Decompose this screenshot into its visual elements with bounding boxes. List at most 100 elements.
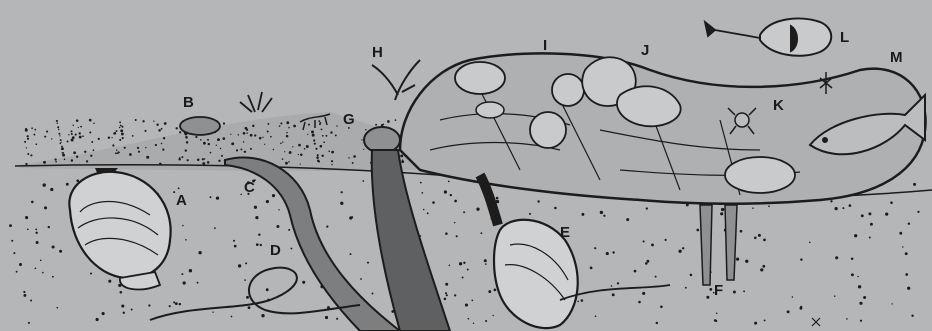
stipple-dot [155,144,157,146]
sediment-dot [463,262,465,264]
stipple-dot [293,125,296,128]
stipple-dot [288,161,290,163]
sediment-dot [216,196,219,199]
sediment-dot [800,258,802,260]
stipple-dot [202,162,205,165]
stipple-dot [132,135,134,137]
stipple-dot [90,155,92,157]
stipple-dot [300,164,301,165]
sediment-dot [846,318,848,320]
stipple-dot [120,129,123,132]
stipple-dot [161,128,163,130]
stipple-dot [328,150,330,152]
sediment-dot [590,267,593,270]
stipple-dot [84,151,86,153]
stipple-dot [286,121,289,124]
sediment-dot [445,232,448,235]
label-b: B [183,95,194,110]
sediment-dot [179,303,181,305]
stipple-dot [223,122,225,124]
stipple-dot [286,132,288,134]
clam-e [480,175,578,328]
label-e: E [560,225,570,240]
stipple-dot [361,139,362,140]
stipple-dot [89,131,91,133]
sediment-dot [484,259,487,262]
stipple-dot [304,148,306,150]
stipple-dot [353,155,356,158]
stipple-dot [156,123,158,125]
sediment-dot [476,208,479,211]
stipple-dot [335,134,337,136]
sediment-dot [863,296,866,299]
label-l: L [840,30,849,45]
stipple-dot [79,136,82,139]
sediment-dot [733,291,736,294]
stipple-dot [181,156,183,158]
sediment-dot [849,204,852,207]
sediment-dot [233,240,235,242]
sediment-dot [696,229,699,232]
sediment-dot [857,276,858,277]
stipple-dot [238,134,239,135]
stipple-dot [34,129,36,131]
stipple-dot [68,134,69,135]
sediment-dot [360,278,362,280]
stipple-dot [54,158,56,160]
sediment-dot [197,282,199,284]
label-k: K [773,98,784,113]
sediment-dot [444,190,447,193]
sediment-dot [740,230,743,233]
stipple-dot [313,139,315,141]
sediment-dot [870,223,873,226]
sediment-dot [594,247,596,249]
sediment-dot [854,234,857,237]
stipple-dot [98,138,100,140]
sediment-dot [246,296,249,299]
sediment-dot [905,273,908,276]
stipple-dot [33,134,35,136]
stipple-dot [195,136,197,138]
stipple-dot [250,148,252,150]
sediment-dot [758,234,761,237]
sediment-dot [173,301,175,303]
stipple-dot [30,155,31,156]
stipple-dot [120,125,122,127]
sediment-dot [13,252,15,254]
sediment-dot [255,216,258,219]
stipple-dot [153,121,154,122]
stipple-dot [76,119,79,122]
stipple-dot [323,141,325,143]
sediment-dot [261,314,264,317]
stipple-dot [158,129,161,132]
sediment-dot [851,273,854,276]
stipple-dot [207,139,209,141]
sediment-dot [617,282,619,284]
stipple-dot [176,127,178,129]
stipple-dot [321,155,323,157]
stipple-dot [252,125,254,127]
stipple-dot [216,145,217,146]
stipple-dot [44,136,46,138]
stipple-dot [61,146,63,148]
sediment-dot [350,253,352,255]
label-g: G [343,112,355,127]
sediment-dot [427,212,429,214]
stipple-dot [286,135,289,138]
sediment-dot [50,188,53,191]
sediment-dot [340,202,343,205]
sediment-dot [178,187,180,189]
sediment-dot [462,277,464,279]
stipple-dot [89,119,92,122]
stipple-dot [31,127,33,129]
sediment-dot [288,229,290,231]
stipple-dot [203,142,206,145]
sediment-dot [706,296,709,299]
sediment-dot [634,270,637,273]
stipple-dot [108,136,110,138]
stipple-dot [27,153,29,155]
stipple-dot [400,154,403,157]
sediment-dot [214,227,216,229]
sediment-dot [445,292,447,294]
